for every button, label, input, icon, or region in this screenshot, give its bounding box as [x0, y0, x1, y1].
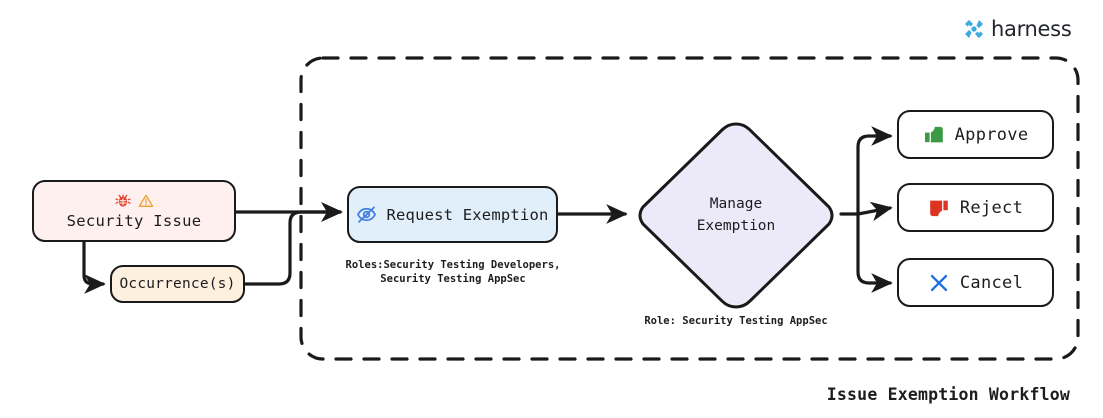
- security-issue-icons: [114, 193, 154, 210]
- manage-exemption-label-line2: Exemption: [696, 217, 776, 234]
- harness-logo-icon: [965, 20, 983, 38]
- close-x-icon: [930, 274, 948, 291]
- node-manage-exemption[interactable]: Manage Exemption: [631, 118, 841, 313]
- node-security-issue[interactable]: Security Issue: [32, 180, 236, 242]
- request-exemption-roles-note: Roles:Security Testing Developers, Secur…: [345, 259, 561, 286]
- manage-exemption-role-note: Role: Security Testing AppSec: [644, 315, 828, 327]
- bug-icon: [114, 194, 131, 207]
- warning-triangle-icon: [138, 194, 153, 207]
- reject-label: Reject: [959, 197, 1024, 218]
- harness-logo: harness: [963, 16, 1072, 41]
- cancel-label: Cancel: [959, 272, 1024, 293]
- edge-manage-exemption-to-reject: [856, 201, 893, 222]
- node-occurrences[interactable]: Occurrence(s): [110, 265, 245, 303]
- node-reject[interactable]: Reject: [897, 183, 1054, 232]
- occurrences-label: Occurrence(s): [119, 276, 236, 292]
- node-cancel[interactable]: Cancel: [897, 258, 1054, 307]
- manage-exemption-label: Manage Exemption: [631, 118, 841, 313]
- harness-wordmark: harness: [991, 16, 1072, 41]
- edge-manage-exemption-to-approve: [856, 126, 893, 216]
- thumbs-down-icon: [930, 200, 948, 216]
- diamond-shape: [638, 122, 834, 309]
- request-exemption-label: Request Exemption: [386, 205, 549, 224]
- approve-label: Approve: [954, 124, 1029, 145]
- eye-off-icon: [357, 206, 377, 223]
- node-approve[interactable]: Approve: [897, 110, 1054, 159]
- security-issue-label: Security Issue: [66, 211, 202, 230]
- edge-occurrences-to-request-exemption: [243, 202, 343, 286]
- edge-manage-exemption-to-cancel: [856, 212, 893, 293]
- edge-security-issue-to-occurrences: [82, 240, 106, 294]
- manage-exemption-label-line1: Manage: [709, 196, 763, 213]
- diagram-caption: Issue Exemption Workflow: [826, 385, 1070, 404]
- thumbs-up-icon: [924, 126, 943, 142]
- node-request-exemption[interactable]: Request Exemption: [347, 186, 558, 243]
